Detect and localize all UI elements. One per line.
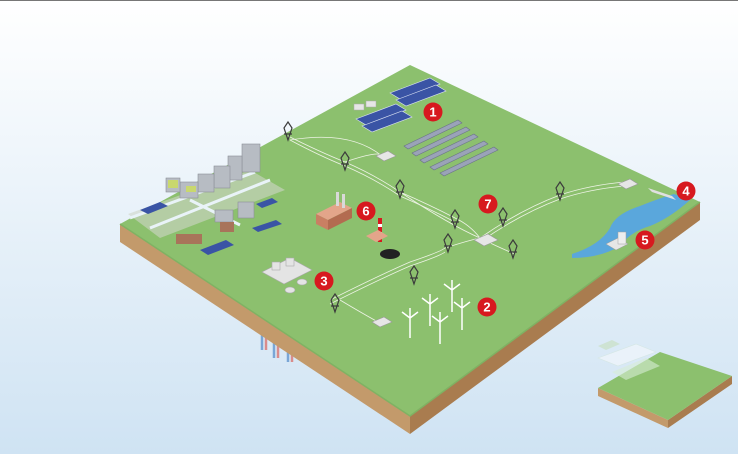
marker-3-label: 3	[320, 274, 327, 289]
marker-7[interactable]: 7	[478, 194, 498, 214]
wind-farm	[401, 280, 471, 344]
board-soil-right	[410, 202, 700, 434]
marker-3[interactable]: 3	[314, 271, 334, 291]
markers: 1 2 3 4 5 6 7	[314, 102, 696, 317]
pylons	[283, 120, 565, 314]
marker-4[interactable]: 4	[676, 181, 696, 201]
marker-4-label: 4	[682, 184, 690, 199]
marker-6-label: 6	[362, 204, 369, 219]
main-board	[119, 65, 701, 434]
board-soil-left	[120, 224, 410, 434]
marker-2-label: 2	[483, 300, 490, 315]
industrial-site	[261, 257, 313, 294]
substations	[371, 150, 639, 328]
city-district	[128, 143, 285, 255]
inset-mini-map	[597, 340, 732, 428]
marker-7-label: 7	[484, 197, 491, 212]
solar-farm	[353, 77, 499, 177]
marker-1[interactable]: 1	[423, 102, 443, 122]
marker-6[interactable]: 6	[356, 201, 376, 221]
reservoir	[572, 188, 690, 258]
marker-2[interactable]: 2	[477, 297, 497, 317]
marker-5-label: 5	[641, 233, 648, 248]
marker-5[interactable]: 5	[635, 230, 655, 250]
power-plant	[316, 192, 400, 259]
marker-1-label: 1	[429, 105, 436, 120]
cooling-plant	[605, 231, 629, 251]
board-grass	[120, 65, 700, 416]
